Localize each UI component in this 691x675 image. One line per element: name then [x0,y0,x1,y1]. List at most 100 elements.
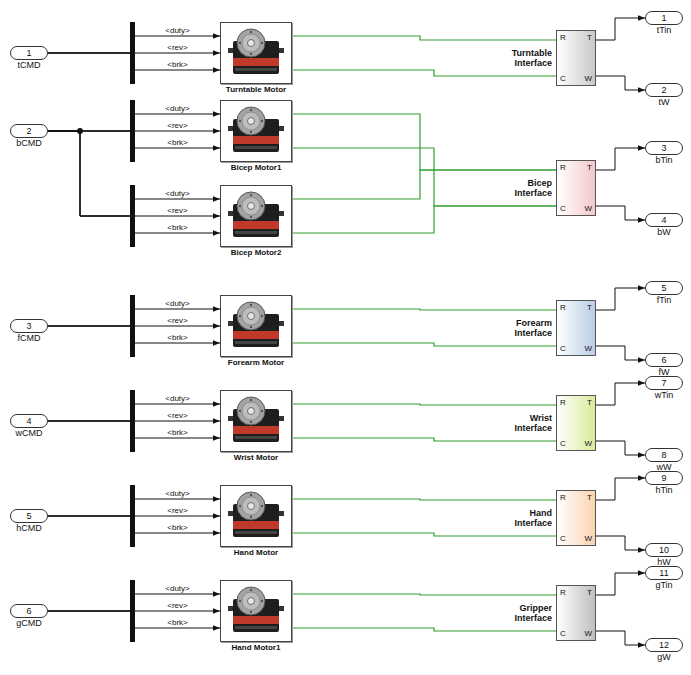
bus-element-label: <brk> [166,523,188,532]
port-oval: 6 [645,353,683,367]
port-number: 8 [661,450,666,460]
bus-element-label: <rev> [166,506,188,515]
servo-icon [224,395,288,447]
motor-box [220,580,292,642]
outport-block: 11gTin [645,566,683,590]
port-letter: W [584,344,592,353]
outport-block: 12gW [645,638,683,662]
inport-block: 5hCMD [10,509,48,533]
signal-line [48,499,220,516]
signal-name: fCMD [10,333,48,343]
signal-line [48,36,220,53]
block-name: Bicep Motor1 [196,162,316,173]
port-letter: W [584,204,592,213]
physical-connection [292,114,556,170]
signal-line [596,346,645,360]
signal-name: bTin [645,155,683,165]
interface-block: Gripper InterfaceRCTW [490,585,600,641]
outport-block: 3bTin [645,141,683,165]
servo-icon [224,300,288,352]
inport-block: 2bCMD [10,124,48,148]
port-letter: R [560,33,566,42]
outport-block: 10hW [645,543,683,567]
signal-line [596,76,645,90]
signal-line [48,326,220,343]
port-oval: 10 [645,543,683,557]
port-number: 7 [661,378,666,388]
block-name: Bicep Interface [490,178,556,198]
block-name: Bicep Motor2 [196,247,316,258]
motor-box [220,390,292,452]
interface-box: RCTW [556,300,596,356]
interface-box: RCTW [556,585,596,641]
interface-block: Forearm InterfaceRCTW [490,300,600,356]
physical-connection [292,628,556,631]
port-number: 4 [661,215,666,225]
physical-connection [292,404,556,405]
port-oval: 1 [10,46,48,60]
port-oval: 4 [645,213,683,227]
bus-element-label: <brk> [166,428,188,437]
port-number: 1 [661,13,666,23]
signal-line [48,131,220,216]
bus-element-label: <rev> [166,121,188,130]
port-letter: T [587,588,592,597]
block-name: Forearm Motor [196,357,316,368]
physical-connection [292,594,556,595]
signal-line [596,631,645,645]
bus-element-label: <brk> [166,223,188,232]
servo-motor-block: Wrist Motor [220,390,292,463]
signal-name: gW [645,652,683,662]
signal-line [596,536,645,550]
port-letter: R [560,163,566,172]
outport-block: 5fTin [645,281,683,305]
signal-line [596,288,645,310]
physical-connection [292,343,556,346]
physical-connection [292,309,556,310]
outport-block: 4bW [645,213,683,237]
physical-connection [292,148,556,206]
port-letter: R [560,493,566,502]
outport-block: 9hTin [645,471,683,495]
port-number: 5 [26,511,31,521]
signal-name: bCMD [10,138,48,148]
port-letter: R [560,303,566,312]
inport-block: 6gCMD [10,604,48,628]
bus-element-label: <duty> [164,394,190,403]
port-letter: C [560,204,566,213]
servo-motor-block: Bicep Motor2 [220,185,292,258]
interface-block: Wrist InterfaceRCTW [490,395,600,451]
port-oval: 12 [645,638,683,652]
port-letter: T [587,33,592,42]
port-letter: C [560,439,566,448]
port-number: 5 [661,283,666,293]
port-number: 3 [26,321,31,331]
port-oval: 5 [645,281,683,295]
block-name: Turntable Motor [196,84,316,95]
outport-block: 1tTin [645,11,683,35]
block-name: Hand Interface [490,508,556,528]
interface-box: RCTW [556,160,596,216]
interface-block: Hand InterfaceRCTW [490,490,600,546]
port-oval: 2 [10,124,48,138]
port-oval: 4 [10,414,48,428]
inport-block: 1tCMD [10,46,48,70]
servo-icon [224,585,288,637]
bus-element-label: <rev> [166,206,188,215]
servo-icon [224,105,288,157]
bus-element-label: <duty> [164,489,190,498]
outport-block: 2tW [645,83,683,107]
port-letter: R [560,588,566,597]
port-oval: 1 [645,11,683,25]
signal-name: wTin [645,390,683,400]
signal-line [48,309,220,326]
block-name: Hand Motor [196,547,316,558]
port-oval: 6 [10,604,48,618]
servo-icon [224,190,288,242]
port-oval: 8 [645,448,683,462]
outport-block: 8wW [645,448,683,472]
port-letter: T [587,398,592,407]
servo-icon [224,27,288,79]
port-letter: W [584,534,592,543]
port-letter: C [560,629,566,638]
